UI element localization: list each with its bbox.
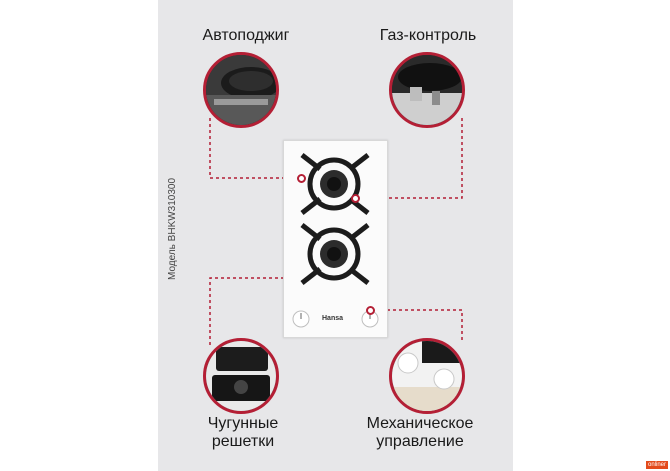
hob-burners <box>292 153 379 328</box>
knob-closeup-icon <box>392 341 462 411</box>
connector-autoignition <box>209 118 298 179</box>
lower-burner <box>300 223 370 285</box>
marker-mechanical-control <box>366 306 375 315</box>
feature-label-mechanical-control: Механическое управление <box>360 415 480 451</box>
marker-gas-control <box>351 194 360 203</box>
thermocouple-closeup-icon <box>392 55 462 125</box>
connector-gas-control <box>356 118 463 199</box>
feature-label-line: управление <box>376 433 464 450</box>
feature-label-line: решетки <box>211 433 275 450</box>
connector-mechanical <box>372 309 463 340</box>
upper-burner <box>300 153 370 215</box>
feature-label-cast-iron-grates: Чугунные решетки <box>198 415 288 451</box>
feature-label-gas-control: Газ-контроль <box>379 27 477 44</box>
brand-logo: Hansa <box>322 315 344 322</box>
connector-grates <box>209 277 288 345</box>
grates-closeup-icon <box>206 341 276 411</box>
zoom-autoignition <box>203 52 279 128</box>
feature-label-line: Механическое <box>366 415 474 432</box>
zoom-gas-control <box>389 52 465 128</box>
watermark-logo: onliner <box>645 461 668 469</box>
feature-label-autoignition: Автоподжиг <box>202 27 290 44</box>
feature-label-line: Чугунные <box>207 415 279 432</box>
zoom-cast-iron-grates <box>203 338 279 414</box>
zoom-mechanical-control <box>389 338 465 414</box>
gas-hob: Hansa <box>283 140 388 338</box>
marker-autoignition <box>297 174 306 183</box>
burner-closeup-icon <box>206 55 276 125</box>
